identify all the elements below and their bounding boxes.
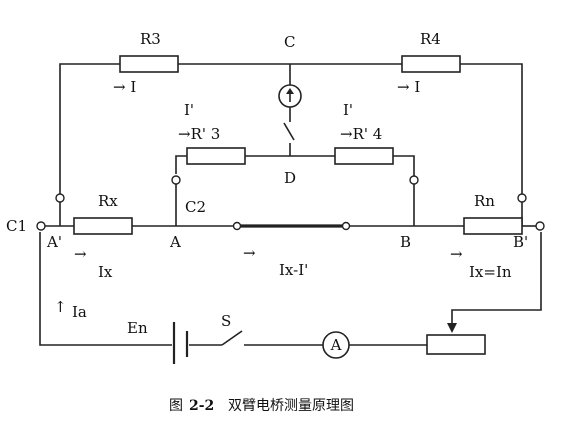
node-rn-out	[535, 221, 545, 231]
inner-arm-left	[175, 155, 187, 174]
label-i-r4: → I	[397, 78, 420, 96]
label-i-prime-left: I'	[184, 101, 194, 119]
rheostat-arrow-head	[447, 323, 457, 333]
resistor-r4-prime	[334, 147, 394, 165]
label-a-prime: A'	[46, 233, 62, 251]
label-ix: Ix	[98, 263, 113, 281]
rheostat	[426, 334, 486, 355]
arrow-ix: →	[74, 245, 87, 263]
rheostat-lead	[451, 232, 542, 326]
label-i-r3: → I	[113, 78, 136, 96]
ammeter-icon	[322, 331, 350, 359]
figure-caption: 图 2-2 双臂电桥测量原理图	[169, 398, 354, 414]
label-b: B	[400, 233, 411, 251]
caption-number: 2-2	[189, 398, 214, 414]
top-wire-right	[460, 63, 523, 194]
node-link-right	[341, 221, 351, 231]
node-b-top	[409, 175, 419, 185]
label-en: En	[127, 319, 148, 337]
label-r4-prime: →R' 4	[340, 125, 382, 143]
label-b-prime: B'	[513, 233, 528, 251]
label-rn: Rn	[474, 192, 495, 210]
label-ix-minus-iprime: Ix-I'	[279, 261, 308, 279]
terminal-nodes	[36, 175, 545, 231]
label-a: A	[169, 233, 181, 251]
label-rx: Rx	[98, 192, 118, 210]
ammeter-label: A	[330, 336, 342, 354]
node-link-left	[232, 221, 242, 231]
resistor-rx	[73, 217, 133, 235]
arrow-ix-eq-in: →	[450, 245, 463, 263]
label-ia: Ia	[72, 303, 87, 321]
resistor-r3-prime	[186, 147, 246, 165]
caption-text: 双臂电桥测量原理图	[228, 398, 354, 414]
switch-s-blade	[221, 330, 243, 346]
label-c2: C2	[185, 198, 206, 216]
node-c1	[36, 221, 46, 231]
top-wire-left	[59, 63, 120, 194]
resistor-r4	[401, 55, 461, 73]
label-c: C	[284, 33, 295, 51]
label-r3: R3	[140, 30, 161, 48]
label-c1: C1	[6, 217, 27, 235]
resistor-r3	[119, 55, 179, 73]
inner-arm-right	[393, 155, 415, 176]
label-d: D	[284, 169, 296, 187]
arrow-ia: ↑	[54, 298, 67, 316]
label-r4: R4	[420, 30, 441, 48]
node-b-prime-top	[517, 193, 527, 203]
resistor-rn	[463, 217, 523, 235]
arrow-ix-minus-iprime: →	[243, 244, 256, 262]
galvanometer-icon	[278, 84, 302, 108]
circuit-wires	[39, 63, 542, 364]
galvanometer-switch	[283, 122, 295, 141]
node-a-prime-top	[55, 193, 65, 203]
label-i-prime-right: I'	[343, 101, 353, 119]
caption-prefix: 图	[169, 398, 183, 414]
node-a-top	[171, 175, 181, 185]
label-r3-prime: →R' 3	[178, 125, 220, 143]
loop-left	[39, 232, 172, 346]
label-s: S	[221, 312, 231, 330]
label-ix-eq-in: Ix=In	[469, 263, 512, 281]
